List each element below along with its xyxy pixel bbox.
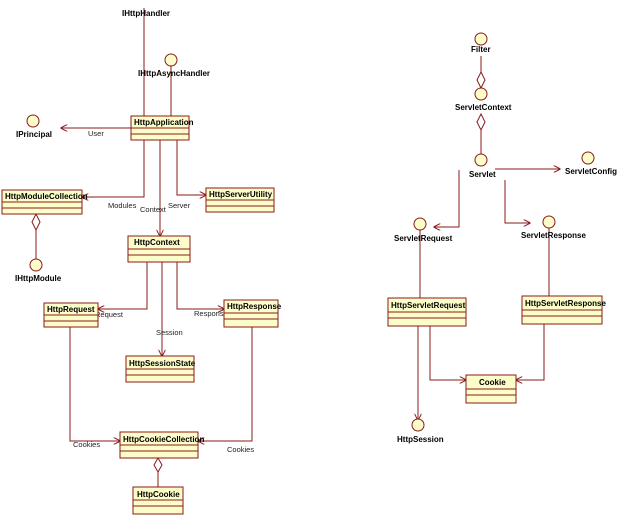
interface-label-ihttpmodule: IHttpModule [15,274,62,283]
edge-httpservletrequest-cookie [429,326,466,380]
class-name-httprequest: HttpRequest [47,305,95,314]
edge-modules [82,140,145,197]
class-httpservletresponse: HttpServletResponse [521,295,606,325]
class-name-httpcontext: HttpContext [134,238,180,247]
interface-ihttpasynchandler-icon [164,53,178,67]
edge-server [176,140,206,195]
interface-servlet-icon [474,153,488,167]
class-name-httpresponse: HttpResponse [227,302,282,311]
edge-servlet-servletrequest [434,170,460,227]
class-httpsessionstate: HttpSessionState [125,355,196,383]
class-name-httpcookie: HttpCookie [137,490,180,499]
edge-label-modules: Modules [108,201,137,210]
edge-servlet-servletresponse [504,180,530,223]
edge-label-response: Response [194,309,228,318]
class-httpcookie: HttpCookie [132,486,184,515]
edge-label-context: Context [140,205,167,214]
interface-label-ihttphandler: IHttpHandler [122,9,170,18]
class-httpservletrequest: HttpServletRequest [387,297,467,327]
right-diagram-edges [418,56,560,420]
interface-label-servlet: Servlet [469,170,496,179]
class-httpcontext: HttpContext [127,235,191,263]
edge-response [176,262,224,309]
interface-httpsession-icon [411,418,425,432]
interface-label-httpsession: HttpSession [397,435,444,444]
aggregation-diamond-modulecollection [31,212,41,232]
edge-label-request: Request [95,310,124,319]
edge-request [98,262,148,309]
interface-iprincipal-icon [26,114,40,128]
class-httpapplication: HttpApplication [130,115,194,141]
class-name-httpserverutility: HttpServerUtility [209,190,273,199]
aggregation-diamond-cookiecollection [153,456,163,474]
edge-cookies-response [198,327,253,441]
class-name-cookie: Cookie [479,378,506,387]
class-httprequest: HttpRequest [43,302,99,328]
interface-label-servletconfig: ServletConfig [565,167,617,176]
edge-label-user: User [88,129,104,138]
class-name-httpmodulecollection: HttpModuleCollection [5,192,88,201]
interface-ihttpmodule-icon [29,258,43,272]
class-name-httpapplication: HttpApplication [134,118,194,127]
interface-label-filter: Filter [471,45,491,54]
class-name-httpservletresponse: HttpServletResponse [525,299,606,308]
class-httpresponse: HttpResponse [223,299,282,328]
interface-filter-icon [474,32,488,46]
class-name-httpsessionstate: HttpSessionState [129,359,196,368]
interface-label-ihttpasynchandler: IHttpAsyncHandler [138,69,210,78]
interface-label-servletrequest: ServletRequest [394,234,453,243]
aggregation-diamond-filter [476,70,486,90]
class-httpserverutility: HttpServerUtility [205,187,275,213]
interface-label-iprincipal: IPrincipal [16,130,52,139]
edge-label-cookies-left: Cookies [73,440,100,449]
interface-label-servletresponse: ServletResponse [521,231,586,240]
aggregation-diamond-servletcontext [476,112,486,132]
class-httpcookiecollection: HttpCookieCollection [119,431,204,459]
edge-httpservletresponse-cookie [516,324,545,380]
left-diagram-edges [35,8,253,487]
edge-cookies-request [69,327,120,441]
class-httpmodulecollection: HttpModuleCollection [1,189,88,215]
class-cookie: Cookie [465,374,517,404]
interface-servletconfig-icon [581,151,595,165]
interface-servletcontext-icon [474,87,488,101]
class-name-httpcookiecollection: HttpCookieCollection [123,435,204,444]
interface-servletrequest-icon [413,217,427,231]
edge-label-server: Server [168,201,191,210]
class-name-httpservletrequest: HttpServletRequest [391,301,466,310]
edge-label-cookies-right: Cookies [227,445,254,454]
interface-label-servletcontext: ServletContext [455,103,512,112]
edge-label-session: Session [156,328,183,337]
interface-servletresponse-icon [542,215,556,229]
